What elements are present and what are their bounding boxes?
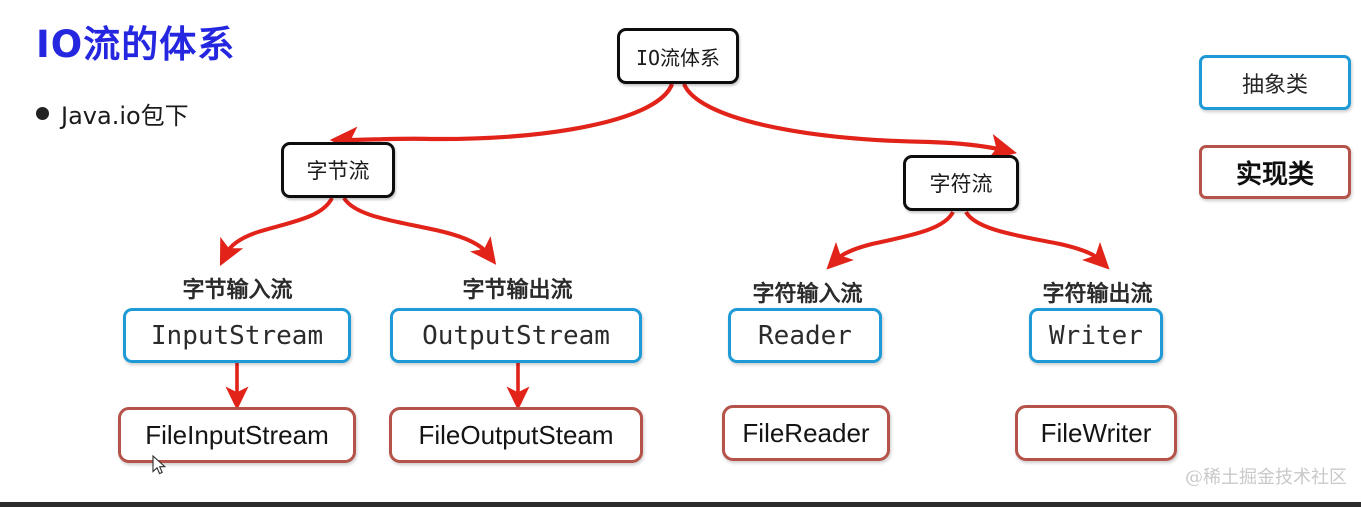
arrow-byte-to-byte-input — [219, 196, 334, 267]
arrow-root-to-char-stream — [682, 83, 1017, 161]
node-char-stream[interactable]: 字符流 — [903, 155, 1019, 211]
caption-byte-input-stream: 字节输入流 — [182, 278, 293, 303]
node-io-stream-system[interactable]: IO流体系 — [617, 28, 739, 84]
mouse-cursor — [152, 455, 167, 475]
node-fileoutputsteam[interactable]: FileOutputSteam — [389, 407, 643, 463]
caption-byte-output-stream: 字节输出流 — [462, 278, 573, 303]
arrow-char-to-char-output — [964, 210, 1110, 270]
node-fileinputstream[interactable]: FileInputStream — [118, 407, 356, 463]
caption-char-output-stream: 字符输出流 — [1042, 282, 1153, 307]
bottom-divider — [0, 502, 1361, 507]
node-outputstream[interactable]: OutputStream — [390, 308, 642, 363]
legend-abstract-class: 抽象类 — [1199, 55, 1351, 110]
bullet-item: Java.io包下 — [36, 96, 189, 131]
arrow-byte-to-byte-output — [342, 196, 497, 265]
node-byte-stream[interactable]: 字节流 — [281, 142, 395, 198]
node-inputstream[interactable]: InputStream — [123, 308, 351, 363]
bullet-item-label: Java.io包下 — [61, 102, 189, 130]
watermark: @稀土掘金技术社区 — [1185, 467, 1347, 488]
node-filewriter[interactable]: FileWriter — [1015, 405, 1177, 461]
bullet-dot-icon — [36, 107, 49, 120]
node-reader[interactable]: Reader — [728, 308, 882, 363]
node-filereader[interactable]: FileReader — [722, 405, 890, 461]
caption-char-input-stream: 字符输入流 — [752, 282, 863, 307]
legend-implementation-class: 实现类 — [1199, 145, 1351, 199]
page-title: IO流的体系 — [36, 23, 236, 66]
arrow-root-to-byte-stream — [329, 83, 674, 154]
node-writer[interactable]: Writer — [1029, 308, 1163, 363]
arrow-char-to-char-input — [826, 210, 955, 270]
